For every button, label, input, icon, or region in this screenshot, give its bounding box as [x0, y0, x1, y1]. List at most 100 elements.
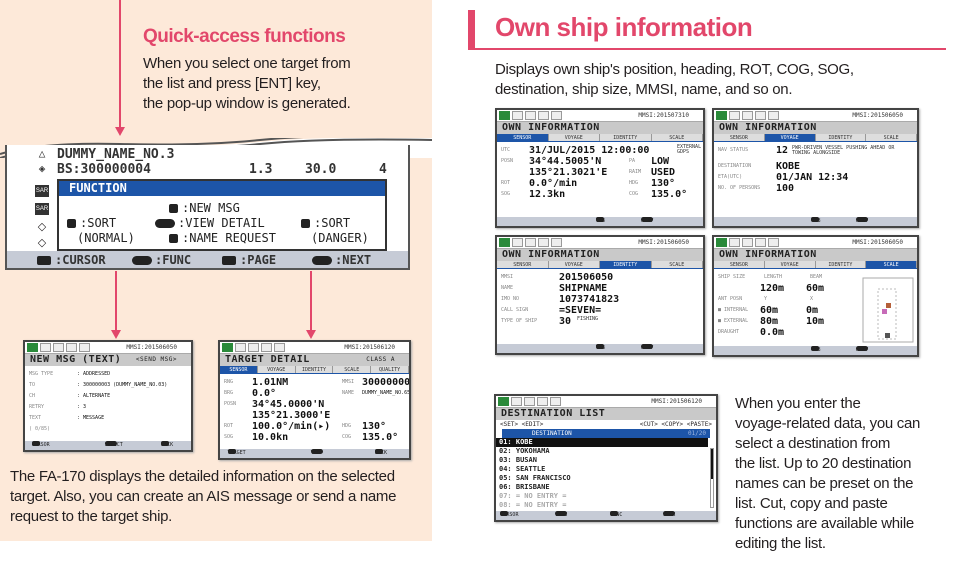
scrollbar[interactable]	[710, 448, 714, 508]
destination-item[interactable]: 05: SAN FRANCISCO	[499, 474, 571, 482]
tab-sensor[interactable]: SENSOR	[714, 261, 765, 268]
field-value: 60m	[760, 305, 779, 316]
tab-sensor[interactable]: SENSOR	[497, 134, 549, 141]
field-label: DRAUGHT	[718, 329, 740, 335]
tab-identity[interactable]: IDENTITY	[816, 134, 867, 141]
destination-item[interactable]: 08: = NO ENTRY =	[499, 501, 567, 509]
target-name: BS:300000004	[57, 162, 151, 177]
tab-identity[interactable]: IDENTITY	[600, 261, 652, 268]
destination-item[interactable]: 06: BRISBANE	[499, 483, 550, 491]
destination-item[interactable]: 02: YOKOHAMA	[499, 447, 550, 455]
softkey-next[interactable]: :NEXT	[312, 253, 371, 267]
key-icon	[67, 219, 76, 228]
menu-new-msg[interactable]: :NEW MSG	[169, 201, 240, 215]
own-ship-heading: Own ship information	[495, 12, 753, 42]
status-bar: MMSI:201506120	[496, 396, 716, 408]
field-label: POSN	[501, 158, 514, 164]
field-value: 135.0°	[362, 432, 399, 443]
softkey-cursor[interactable]: :CURSOR	[37, 253, 106, 267]
tab-scale[interactable]: SCALE	[866, 261, 917, 268]
field-label: ■ EXTERNAL	[718, 318, 749, 324]
tab-scale[interactable]: SCALE	[652, 261, 703, 268]
tab-scale[interactable]: SCALE	[866, 134, 917, 141]
field-value: 80m	[760, 316, 779, 327]
menu-sort-normal[interactable]: :SORT	[67, 216, 116, 230]
field-label: COG	[629, 191, 639, 197]
mmsi-readout: MMSI:201507310	[638, 112, 689, 119]
own-ship-text: Displays own ship's position, heading, R…	[495, 60, 854, 100]
softkey-func[interactable]: :FUNC	[132, 253, 191, 267]
sar-icon: SAR	[35, 203, 49, 215]
field-label: MMSI	[342, 379, 355, 385]
tab-sensor[interactable]: SENSOR	[714, 134, 765, 141]
field-label: SHIP SIZE	[718, 274, 746, 280]
field-label: IMO NO	[501, 296, 520, 302]
mmsi-readout: MMSI:201506050	[852, 112, 903, 119]
tab-scale[interactable]: SCALE	[333, 366, 372, 373]
tab-voyage[interactable]: VOYAGE	[549, 261, 600, 268]
status-icons	[716, 238, 779, 247]
tab-quality[interactable]: QUALITY	[371, 366, 409, 373]
tab-sensor[interactable]: SENSOR	[497, 261, 549, 268]
function-popup: FUNCTION :NEW MSG :SORT (NORMAL) :VIEW D…	[57, 179, 387, 251]
tab-identity[interactable]: IDENTITY	[816, 261, 867, 268]
heading-underline	[468, 48, 946, 50]
title-right-label: <SEND MSG>	[135, 356, 177, 363]
field-value: DUMMY_NAME_NO.65	[362, 390, 411, 396]
menu-name-request[interactable]: :NAME REQUEST	[169, 231, 276, 245]
edit-commands: <SET> <EDIT> <CUT> <COPY> <PASTE>	[496, 420, 716, 429]
field-note: PWR-DRIVEN VESSEL PUSHING AHEAD OR TOWIN…	[792, 145, 895, 156]
info-row: ( 0/85)	[29, 424, 187, 435]
field-value: 300000001	[362, 377, 411, 388]
destination-item[interactable]: 07: = NO ENTRY =	[499, 492, 567, 500]
tab-identity[interactable]: IDENTITY	[296, 366, 334, 373]
tab-voyage[interactable]: VOYAGE	[764, 134, 816, 141]
field-label: SOG	[224, 434, 234, 440]
tab-voyage[interactable]: VOYAGE	[258, 366, 296, 373]
key-icon	[169, 234, 178, 243]
arrow-icon	[111, 330, 121, 339]
field-value: 34°44.5005'N	[529, 156, 602, 167]
tab-voyage[interactable]: VOYAGE	[765, 261, 816, 268]
tab-scale[interactable]: SCALE	[652, 134, 703, 141]
text-line: functions are available while	[735, 515, 914, 532]
callout-line	[310, 271, 312, 333]
destination-item[interactable]: 04: SEATTLE	[499, 465, 546, 473]
screen-title: DESTINATION LIST	[496, 408, 716, 420]
ent-key-icon	[155, 219, 175, 228]
field-value: LOW	[651, 156, 670, 167]
target-row[interactable]: △DUMMY_NAME_NO.3	[7, 147, 408, 162]
info-row: TO: 300000003 (DUMMY_NAME_NO.03)	[29, 380, 187, 391]
detail-text: The FA-170 displays the detailed informa…	[10, 467, 396, 527]
cut-copy-paste-commands[interactable]: <CUT> <COPY> <PASTE>	[639, 421, 712, 428]
destination-item[interactable]: 03: BUSAN	[499, 456, 537, 464]
field-label: TO	[29, 382, 36, 388]
set-edit-command[interactable]: <SET> <EDIT>	[500, 421, 544, 428]
column-header: LENGTH	[764, 274, 783, 280]
softkey-bar: :CURSOR :FUNC :PAGE :NEXT	[7, 251, 408, 268]
info-row: MSG TYPE: ADDRESSED	[29, 369, 187, 380]
text-line: the list. Up to 20 destination	[735, 455, 912, 472]
tab-identity[interactable]: IDENTITY	[600, 134, 652, 141]
field-label: NAV STATUS	[718, 147, 749, 153]
field-label: ETA(UTC)	[718, 174, 743, 180]
tab-sensor[interactable]: SENSOR	[220, 366, 258, 373]
mmsi-readout: MMSI:201506120	[344, 344, 395, 351]
tab-voyage[interactable]: VOYAGE	[549, 134, 600, 141]
target-number: 4	[379, 162, 387, 177]
destination-item[interactable]: 01: KOBE	[496, 438, 708, 447]
menu-view-detail[interactable]: :VIEW DETAIL	[155, 216, 265, 230]
menu-sort-danger[interactable]: :SORT	[301, 216, 350, 230]
screen-title: NEW MSG (TEXT)<SEND MSG>	[25, 354, 191, 366]
softkey-page[interactable]: :PAGE	[222, 253, 276, 267]
